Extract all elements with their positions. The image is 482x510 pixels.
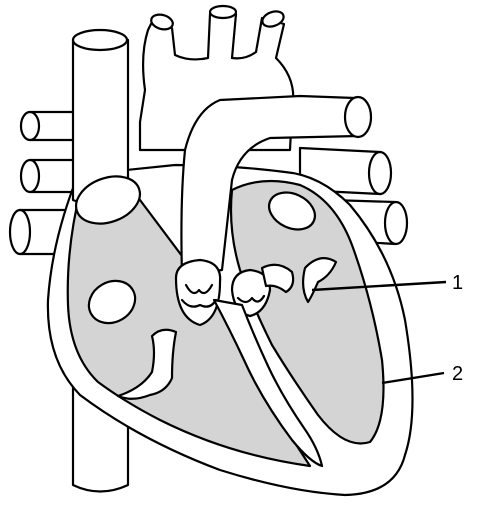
pulmonary-vein-opening bbox=[267, 191, 317, 231]
label-2: 2 bbox=[452, 363, 463, 385]
mitral-valve bbox=[260, 257, 338, 304]
right-atrium-opening bbox=[87, 279, 137, 325]
label-1: 1 bbox=[452, 272, 463, 294]
septum bbox=[212, 298, 324, 468]
left-pulmonary-veins bbox=[8, 110, 82, 256]
leader-line-2 bbox=[381, 371, 445, 385]
vena-cava-opening bbox=[74, 175, 142, 225]
leader-line-1 bbox=[311, 280, 447, 292]
pulmonary-valve bbox=[174, 258, 222, 327]
tricuspid-valve bbox=[116, 328, 178, 400]
